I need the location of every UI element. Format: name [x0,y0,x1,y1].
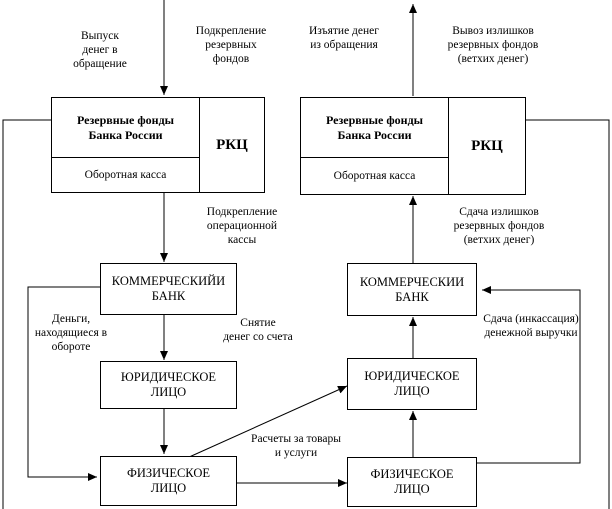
label-account-withdrawal: Снятие денег со счета [223,317,293,343]
physical-person-left: ФИЗИЧЕСКОЕ ЛИЦО [100,456,237,506]
reserve-title-left: Резервные фонды Банка России [52,98,200,158]
label-deposit-surplus: Сдача излишков резервных фондов (ветхих … [453,206,545,246]
arrow-circulation [27,286,100,481]
cash-desk-right: Оборотная касса [301,158,449,194]
label-cash-collection: Сдача (инкассация) денежной выручки [483,313,579,339]
reserve-block-left: Резервные фонды Банка России Оборотная к… [51,97,265,193]
legal-entity-left: ЮРИДИЧЕСКОЕ ЛИЦО [100,361,237,409]
outer-line-left [2,119,51,509]
label-issue: Выпуск денег в обращение [73,30,127,70]
cash-desk-left: Оборотная касса [52,158,200,192]
arrow-physical-to-legal [186,385,348,459]
reserve-block-right: Резервные фонды Банка России Оборотная к… [300,97,526,195]
physical-person-right: ФИЗИЧЕСКОЕ ЛИЦО [347,457,477,507]
label-money-in-circulation: Деньги, находящиеся в обороте [34,313,108,353]
rkc-right: РКЦ [471,137,503,154]
rkc-left: РКЦ [216,136,248,153]
label-withdrawal: Изъятие денег из обращения [309,25,379,51]
label-reinforce-reserve: Подкрепление резервных фондов [195,25,267,65]
label-payments: Расчеты за товары и услуги [251,433,341,459]
label-export-surplus: Вывоз излишков резервных фондов (ветхих … [447,25,539,65]
outer-line-right [526,119,610,509]
legal-entity-right: ЮРИДИЧЕСКОЕ ЛИЦО [347,358,477,410]
arrow-cash-collection [477,286,581,464]
label-reinforce-operating: Подкрепление операционной кассы [206,206,278,246]
reserve-title-right: Резервные фонды Банка России [301,98,449,158]
commercial-bank-right: КОММЕРЧЕСКИИ БАНК [347,263,477,316]
commercial-bank-left: КОММЕРЧЕСКИЙИ БАНК [100,263,237,315]
